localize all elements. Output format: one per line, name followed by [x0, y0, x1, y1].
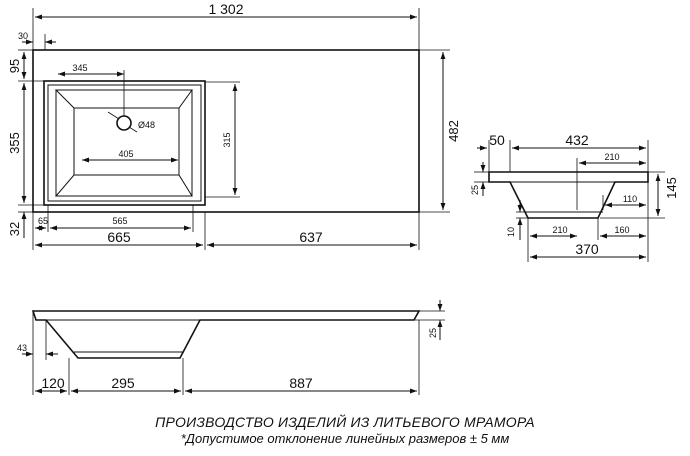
offset-right-label: 110 — [623, 194, 637, 204]
bowl-outer-outline — [43, 80, 206, 206]
bottom-half-label: 210 — [552, 225, 567, 235]
overall-depth-label: 482 — [446, 120, 461, 142]
overall-width-label: 1 302 — [208, 1, 243, 17]
height-label: 145 — [664, 177, 679, 199]
bowl-section-label: 665 — [107, 229, 131, 245]
inner-left-offset-label: 65 — [38, 216, 48, 226]
side-section-view: 50 432 210 110 145 25 10 — [470, 132, 679, 262]
bowl-height-label: 355 — [7, 132, 22, 154]
front-view: 25 43 120 295 887 — [17, 300, 445, 395]
bowl-bottom-width-label: 565 — [112, 216, 127, 226]
top-margin-label: 95 — [7, 59, 22, 73]
manufacturing-note: ПРОИЗВОДСТВО ИЗДЕЛИЙ ИЗ ЛИТЬЕВОГО МРАМОР… — [155, 414, 535, 430]
countertop-outline — [32, 49, 420, 213]
top-view: 1 302 30 Ø48 345 405 315 — [7, 1, 461, 250]
bottom-margin-label: 32 — [7, 222, 22, 236]
tolerance-note: *Допустимое отклонение линейных размеров… — [180, 431, 510, 446]
bowl-inner-depth-label: 315 — [222, 132, 232, 147]
seg-counter-label: 887 — [289, 375, 313, 391]
drain-diameter-label: Ø48 — [138, 120, 155, 130]
left-offset-label: 43 — [17, 343, 27, 353]
depth-label: 432 — [565, 132, 589, 148]
seg-bowl-label: 295 — [111, 375, 135, 391]
drain-hole — [116, 115, 132, 131]
leader-line — [107, 111, 120, 120]
upper-half-label: 210 — [604, 152, 619, 162]
bowl-lower-face — [54, 174, 193, 197]
counter-section-label: 637 — [299, 229, 323, 245]
left-offset-label: 30 — [18, 31, 28, 41]
bowl-width-label: 370 — [575, 241, 599, 257]
bowl-rim-outline — [47, 84, 202, 202]
slab-thickness-label: 25 — [428, 328, 438, 338]
leader-line — [128, 126, 138, 133]
bowl-inner-width-label: 405 — [118, 149, 133, 159]
front-profile-outline — [31, 310, 421, 359]
bottom-right-label: 160 — [614, 225, 629, 235]
seg-left-label: 120 — [41, 375, 65, 391]
drain-offset-label: 345 — [72, 63, 87, 73]
bottom-thickness-label: 10 — [506, 227, 516, 237]
slab-thickness-label: 25 — [470, 185, 480, 195]
rim-label: 50 — [489, 132, 505, 148]
